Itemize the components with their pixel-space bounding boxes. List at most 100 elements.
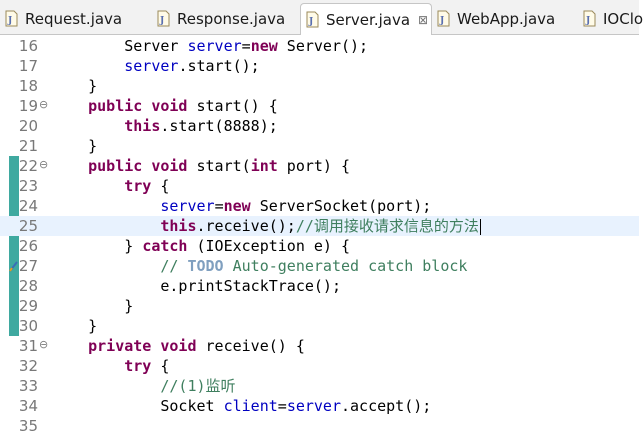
code-token: // [160,257,188,275]
code-text: server.start(); [52,56,259,76]
svg-text:J: J [159,16,164,26]
code-line[interactable]: 31⊖ private void receive() { [0,336,639,356]
line-number: 26 [18,237,38,255]
java-file-icon: J [5,10,18,27]
code-token: = [214,197,224,215]
code-token: .receive(); [196,217,296,235]
code-line[interactable]: 26 } catch (IOException e) { [0,236,639,256]
code-line[interactable]: 20 this.start(8888); [0,116,639,136]
task-marker-icon[interactable] [9,259,19,273]
line-number: 24 [18,197,38,215]
code-token: server [187,37,242,55]
code-line[interactable]: 29 } [0,296,639,316]
code-line[interactable]: 16 Server server=new Server(); [0,36,639,56]
code-text: try { [52,356,169,376]
java-file-icon: J [437,10,450,27]
code-line[interactable]: 30 } [0,316,639,336]
code-line[interactable]: 23 try { [0,176,639,196]
code-token: void [151,157,188,175]
code-line[interactable]: 33 //(1)监听 [0,376,639,396]
line-number: 23 [18,177,38,195]
code-token [142,97,151,115]
svg-text:J: J [585,16,590,26]
line-number: 17 [18,57,38,75]
line-number: 33 [18,377,38,395]
code-text: public void start(int port) { [52,156,350,176]
code-token: server [124,57,179,75]
tab-ioclose-java[interactable]: J IOClo [578,4,643,33]
change-bar-marker [9,296,19,316]
code-token: ServerSocket(port); [250,197,432,215]
tab-request-java[interactable]: J Request.java [0,4,122,33]
java-file-icon: J [306,11,319,28]
fold-collapse-icon[interactable]: ⊖ [39,158,49,171]
code-line[interactable]: 19⊖ public void start() { [0,96,639,116]
tab-label: Server.java [326,10,411,29]
code-token: Server(); [277,37,369,55]
code-line[interactable]: 24 server=new ServerSocket(port); [0,196,639,216]
line-number: 35 [18,417,38,435]
code-text: } [52,76,97,96]
tab-label: IOClo [603,9,643,28]
tab-server-java[interactable]: J Server.java ⊠ [300,3,432,35]
code-text: this.receive();//调用接收请求信息的方法 [52,216,481,236]
code-text: this.start(8888); [52,116,278,136]
code-text: Socket client=server.accept(); [52,396,431,416]
code-text: try { [52,176,169,196]
java-file-icon: J [583,10,596,27]
code-token: .start(8888); [160,117,278,135]
code-line[interactable]: 34 Socket client=server.accept(); [0,396,639,416]
code-line[interactable]: 28 e.printStackTrace(); [0,276,639,296]
code-token: Server [124,37,188,55]
code-token: int [250,157,278,175]
code-line[interactable]: 25 this.receive();//调用接收请求信息的方法 [0,216,639,236]
code-token: //调用接收请求信息的方法 [295,217,479,235]
line-number: 34 [18,397,38,415]
code-line[interactable]: 22⊖ public void start(int port) { [0,156,639,176]
code-text: Server server=new Server(); [52,36,368,56]
code-token [142,157,151,175]
code-text: //(1)监听 [52,376,236,396]
change-bar-marker [9,176,19,196]
svg-text:J: J [439,16,444,26]
change-bar-marker [9,196,19,216]
code-token: void [160,337,197,355]
code-token: //(1)监听 [160,377,236,395]
code-token: server [286,397,341,415]
code-token: } [88,77,98,95]
tab-webapp-java[interactable]: J WebApp.java [432,4,555,33]
code-editor[interactable]: 16 Server server=new Server();17 server.… [0,35,639,435]
code-token: new [223,197,251,215]
code-text: public void start() { [52,96,278,116]
code-token: void [151,97,188,115]
code-line[interactable]: 17 server.start(); [0,56,639,76]
code-line[interactable]: 35 [0,416,639,436]
tab-response-java[interactable]: J Response.java [152,4,285,33]
code-line[interactable]: 27 // TODO Auto-generated catch block [0,256,639,276]
code-token: { [151,357,170,375]
line-number: 27 [18,257,38,275]
code-token: .accept(); [341,397,432,415]
code-token: this [160,217,197,235]
code-token: start() { [187,97,278,115]
tab-label: WebApp.java [457,9,556,28]
code-token: } [124,237,143,255]
code-token: } [88,137,98,155]
code-line[interactable]: 21 } [0,136,639,156]
code-token: (IOException e) { [187,237,351,255]
close-tab-icon[interactable]: ⊠ [418,12,429,27]
code-token: } [88,317,98,335]
code-line[interactable]: 32 try { [0,356,639,376]
line-number: 21 [18,137,38,155]
code-token: try [124,177,152,195]
change-bar-marker [9,276,19,296]
code-token: Auto-generated catch block [223,257,468,275]
code-token: = [277,397,287,415]
fold-collapse-icon[interactable]: ⊖ [39,338,49,351]
tab-label: Response.java [177,9,286,28]
code-text: } [52,136,97,156]
fold-collapse-icon[interactable]: ⊖ [39,98,49,111]
code-token: catch [142,237,188,255]
code-line[interactable]: 18 } [0,76,639,96]
svg-text:J: J [7,16,12,26]
